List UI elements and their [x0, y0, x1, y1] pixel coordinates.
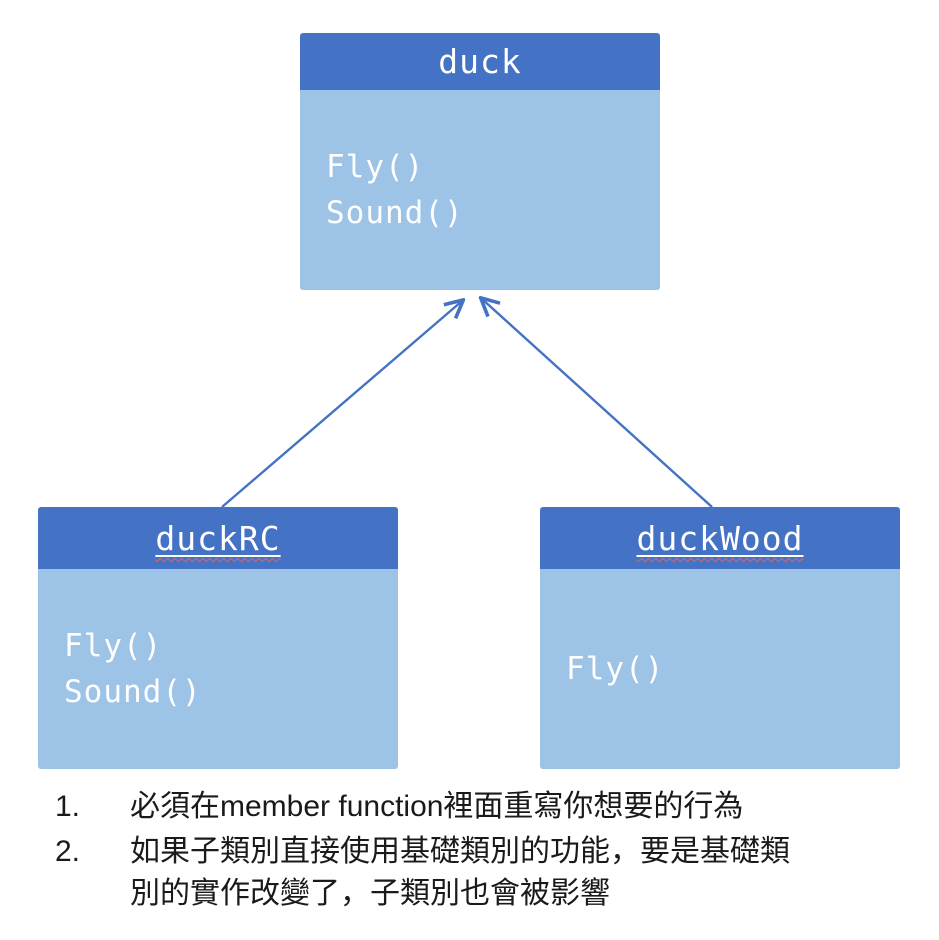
note-number: 2. — [55, 835, 81, 868]
class-body-duck: Fly() Sound() — [300, 90, 660, 290]
inheritance-arrow-left — [221, 301, 462, 508]
class-title-duckrc-text: duckRC — [155, 518, 281, 558]
method-line: Fly() — [64, 627, 163, 664]
note-item: 1. 必須在member function裡面重寫你想要的行為 — [55, 786, 895, 828]
class-title-duck: duck — [438, 42, 522, 81]
class-header-duck: duck — [300, 33, 660, 90]
note-number: 1. — [55, 790, 81, 823]
note-text: 如果子類別直接使用基礎類別的功能，要是基礎類別的實作改變了，子類別也會被影響 — [130, 835, 790, 910]
inheritance-arrow-right — [482, 299, 713, 508]
note-item: 2. 如果子類別直接使用基礎類別的功能，要是基礎類別的實作改變了，子類別也會被影… — [55, 831, 895, 915]
class-box-duckrc: duckRC Fly() Sound() — [38, 507, 398, 769]
note-text: 必須在member function裡面重寫你想要的行為 — [130, 790, 744, 823]
notes-list: 1. 必須在member function裡面重寫你想要的行為 2. 如果子類別… — [55, 786, 895, 915]
method-line: Fly() — [326, 148, 425, 185]
class-title-duckwood: duckWood — [637, 522, 804, 555]
method-line: Sound() — [326, 195, 464, 231]
class-box-duck: duck Fly() Sound() — [300, 33, 660, 290]
class-body-duckwood: Fly() — [540, 569, 900, 769]
class-header-duckwood: duckWood — [540, 507, 900, 569]
class-header-duckrc: duckRC — [38, 507, 398, 569]
method-line: Fly() — [566, 650, 665, 687]
method-line: Sound() — [64, 674, 202, 710]
class-title-duckrc: duckRC — [155, 522, 280, 555]
class-body-duckrc: Fly() Sound() — [38, 569, 398, 769]
class-title-duckwood-text: duckWood — [636, 518, 804, 558]
class-box-duckwood: duckWood Fly() — [540, 507, 900, 769]
